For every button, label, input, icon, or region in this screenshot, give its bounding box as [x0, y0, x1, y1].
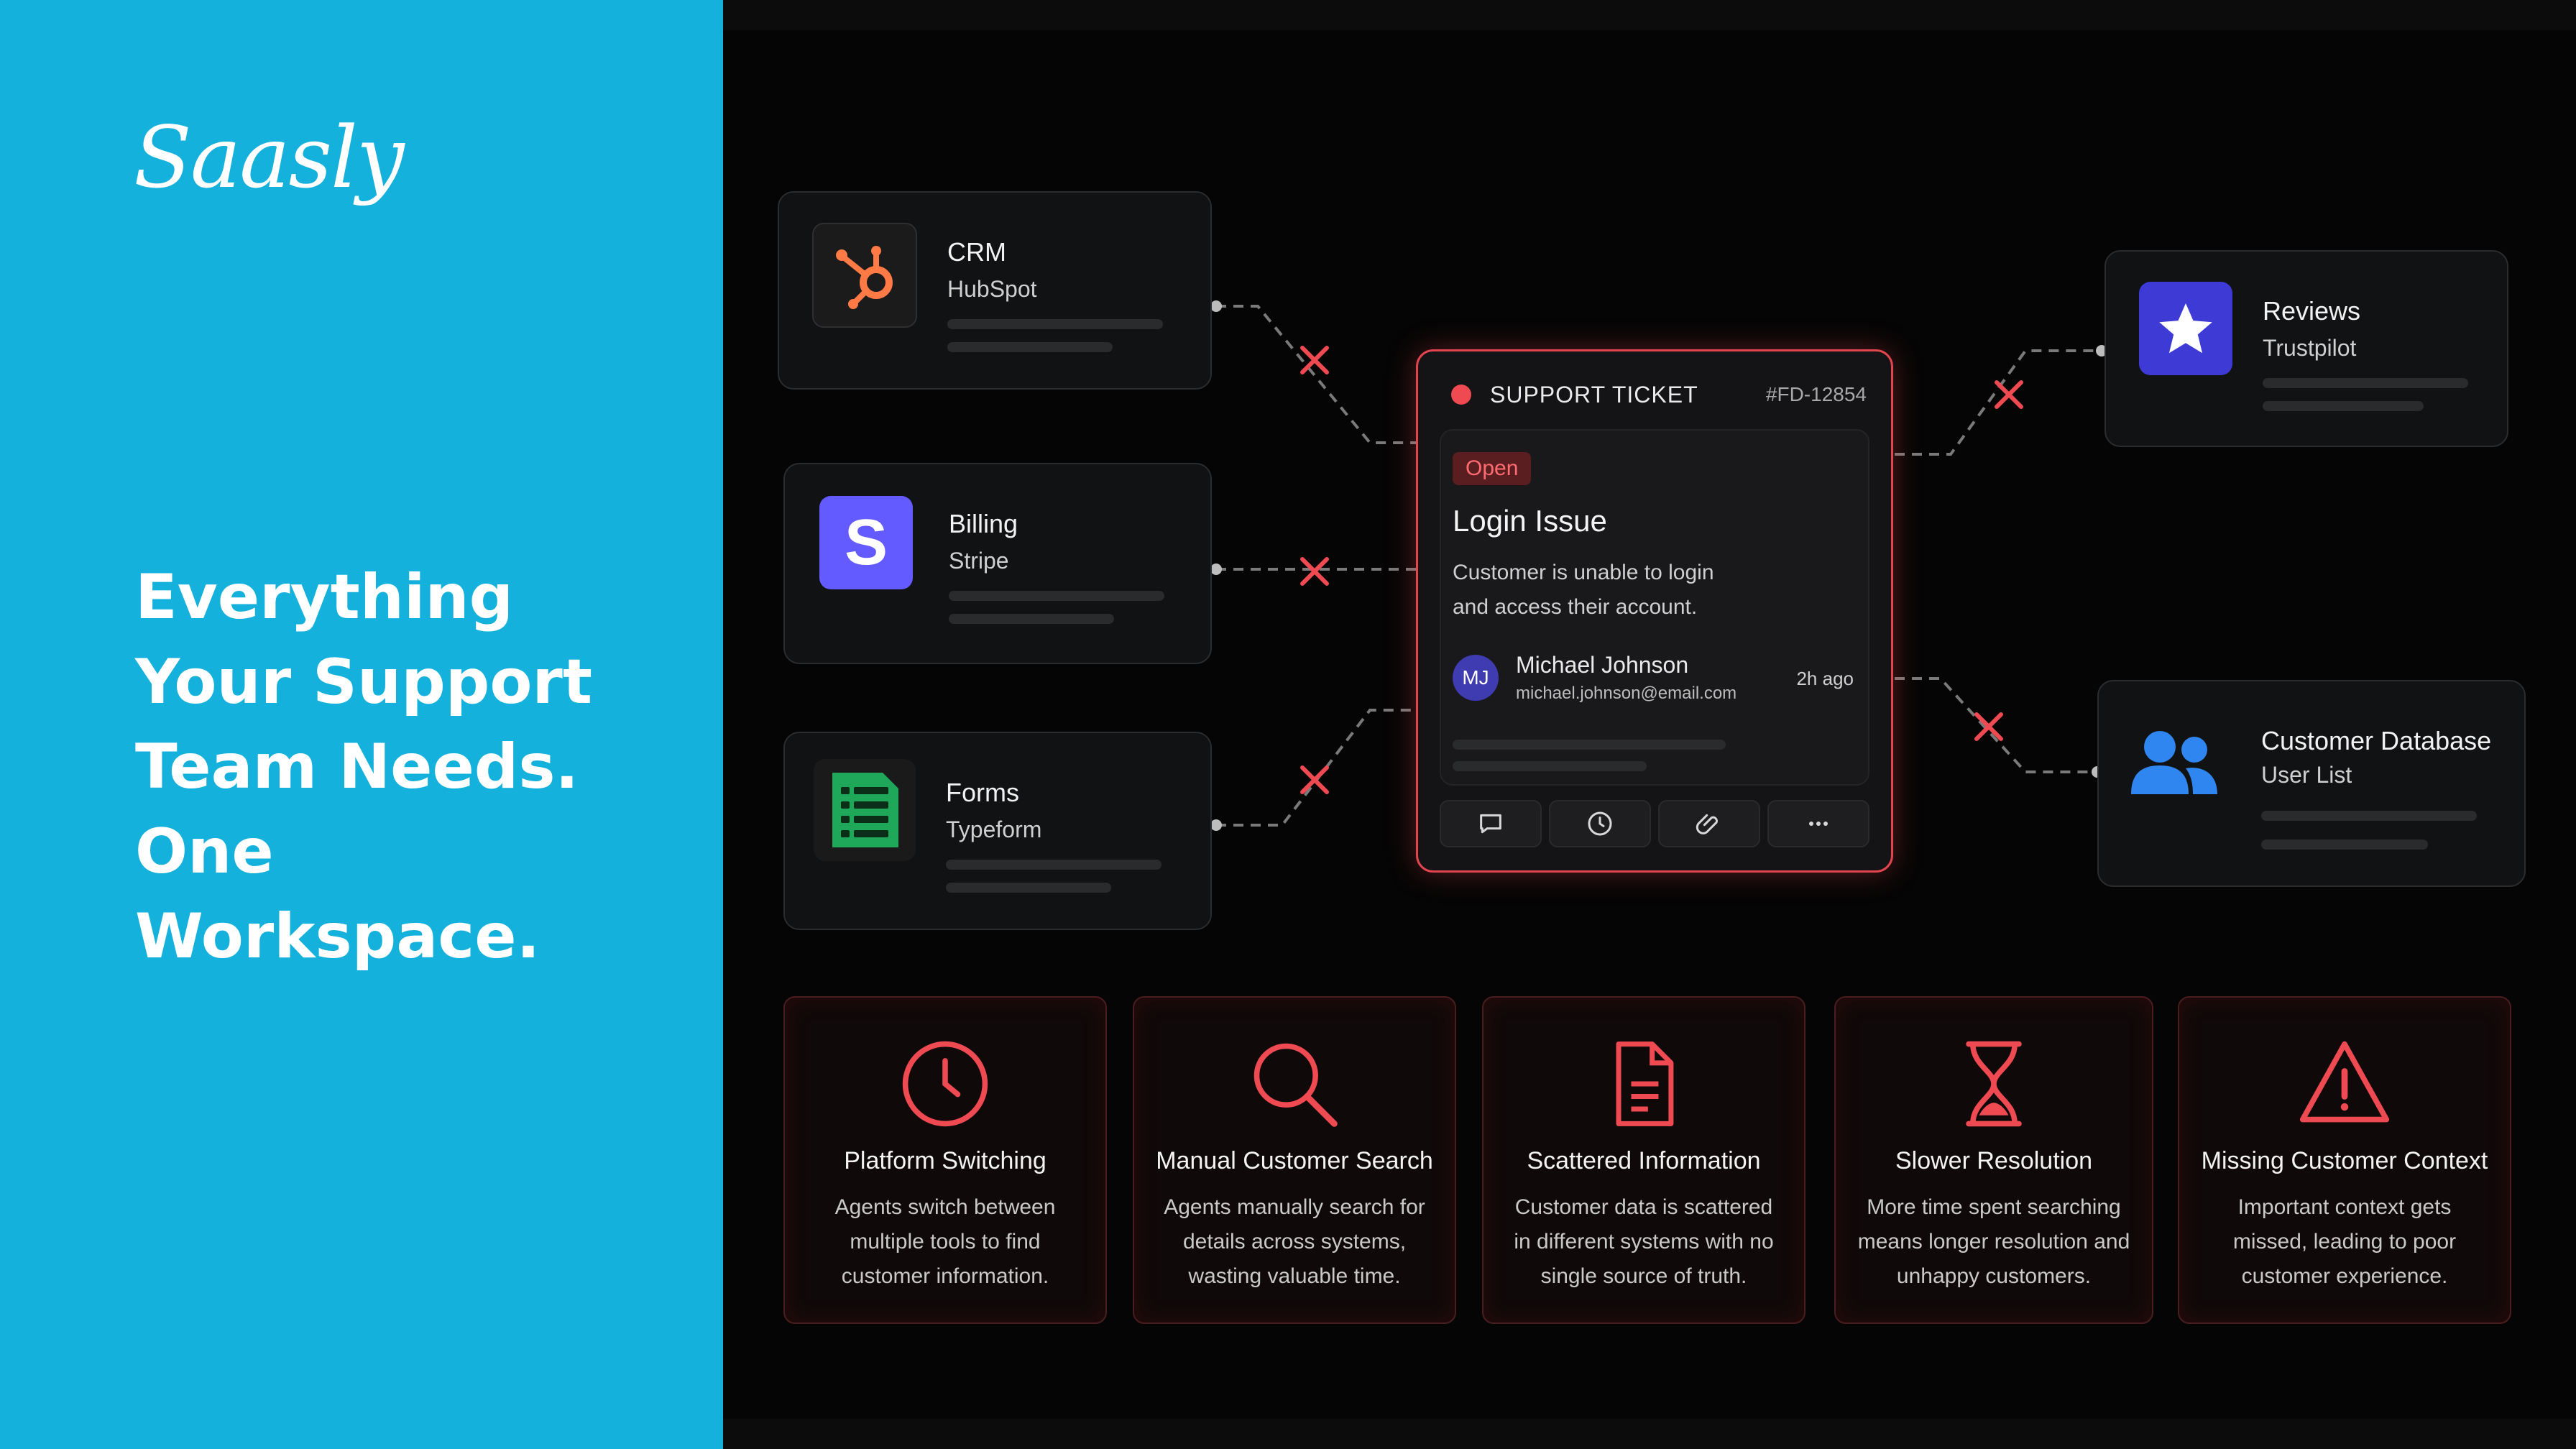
- placeholder-bar: [946, 883, 1111, 893]
- connector-forms: [1216, 709, 1416, 827]
- typeform-icon: [814, 759, 916, 861]
- problem-description: Agents manually search for details acros…: [1164, 1195, 1425, 1288]
- placeholder-bar: [1453, 740, 1726, 750]
- placeholder-bar: [946, 860, 1162, 870]
- headline: Everything Your Support Team Needs. One …: [135, 561, 592, 972]
- placeholder-bar: [947, 342, 1113, 352]
- stripe-icon: S: [819, 496, 913, 589]
- hubspot-icon: [812, 223, 917, 328]
- chat-icon: [1480, 814, 1501, 834]
- stripe-letter: S: [844, 506, 888, 579]
- integration-card-crm[interactable]: CRM HubSpot: [778, 191, 1212, 390]
- problem-card-scattered-information: Scattered Information Customer data is s…: [1482, 996, 1806, 1324]
- top-strip: [723, 0, 2576, 30]
- placeholder-bar: [2261, 840, 2428, 850]
- broken-x-icon: [1995, 380, 2023, 409]
- broken-x-icon: [1300, 346, 1329, 374]
- more-icon: [1809, 822, 1828, 826]
- ticket-header: SUPPORT TICKET: [1490, 382, 1698, 408]
- card-title: Reviews: [2263, 296, 2361, 326]
- placeholder-bar: [949, 591, 1164, 601]
- broken-x-icon: [1974, 712, 2003, 741]
- star-icon: [2139, 282, 2232, 375]
- card-title: Customer Database: [2261, 726, 2492, 755]
- ticket-actions: [1440, 800, 1869, 847]
- problem-description: More time spent searching means longer r…: [1857, 1195, 2130, 1288]
- placeholder-bar: [2263, 401, 2424, 411]
- problem-card-slower-resolution: Slower Resolution More time spent search…: [1834, 996, 2153, 1324]
- more-button[interactable]: [1767, 800, 1869, 847]
- ticket-description: Customer is unable to login and access t…: [1453, 561, 1714, 619]
- integration-card-reviews[interactable]: Reviews Trustpilot: [2104, 250, 2508, 447]
- card-subtitle: HubSpot: [947, 276, 1037, 302]
- integration-card-billing[interactable]: S Billing Stripe: [783, 463, 1212, 664]
- problem-description: Important context gets missed, leading t…: [2232, 1195, 2457, 1288]
- clock-icon: [902, 1041, 988, 1127]
- integration-card-customer-database[interactable]: Customer Database User List: [2097, 680, 2526, 887]
- bottom-strip: [723, 1419, 2576, 1449]
- attach-button[interactable]: [1658, 800, 1760, 847]
- broken-x-icon: [1300, 557, 1329, 586]
- problem-title: Manual Customer Search: [1156, 1147, 1433, 1174]
- card-title: Forms: [946, 778, 1019, 807]
- clock-icon: [1588, 811, 1612, 836]
- chat-button[interactable]: [1440, 800, 1542, 847]
- integration-card-forms[interactable]: Forms Typeform: [783, 732, 1212, 930]
- problem-card-manual-search: Manual Customer Search Agents manually s…: [1133, 996, 1456, 1324]
- placeholder-bar: [947, 319, 1163, 329]
- avatar: MJ: [1453, 655, 1499, 701]
- problem-title: Missing Customer Context: [2201, 1147, 2488, 1174]
- ticket-title: Login Issue: [1453, 504, 1607, 538]
- left-panel: Saasly Everything Your Support Team Need…: [0, 0, 723, 1449]
- problem-title: Scattered Information: [1527, 1147, 1761, 1174]
- placeholder-bar: [949, 614, 1114, 624]
- problem-card-missing-context: Missing Customer Context Important conte…: [2178, 996, 2511, 1324]
- document-icon: [1616, 1041, 1674, 1126]
- hourglass-icon: [1966, 1041, 2022, 1127]
- card-title: CRM: [947, 237, 1006, 267]
- card-title: Billing: [949, 509, 1018, 538]
- support-ticket-card[interactable]: SUPPORT TICKET #FD-12854 Open Login Issu…: [1416, 349, 1893, 873]
- placeholder-bar: [2261, 811, 2477, 821]
- problem-card-platform-switching: Platform Switching Agents switch between…: [783, 996, 1107, 1324]
- status-dot: [1451, 385, 1471, 405]
- problem-title: Platform Switching: [844, 1147, 1046, 1174]
- card-subtitle: Trustpilot: [2263, 335, 2357, 361]
- brand-logo: Saasly: [134, 108, 404, 207]
- broken-x-icon: [1300, 765, 1329, 794]
- card-subtitle: Stripe: [949, 548, 1009, 574]
- placeholder-bar: [1453, 761, 1647, 771]
- card-subtitle: User List: [2261, 762, 2352, 788]
- status-badge: Open: [1453, 452, 1532, 485]
- warning-icon: [2299, 1041, 2390, 1123]
- customer-name: Michael Johnson: [1516, 652, 1689, 678]
- paperclip-icon: [1696, 814, 1718, 834]
- placeholder-bar: [2263, 378, 2468, 388]
- problem-description: Customer data is scattered in different …: [1514, 1195, 1774, 1288]
- customer-email: michael.johnson@email.com: [1516, 684, 1737, 703]
- card-subtitle: Typeform: [946, 816, 1042, 842]
- connector-crm: [1216, 305, 1416, 444]
- clock-button[interactable]: [1549, 800, 1651, 847]
- connector-customer-db: [1895, 677, 2097, 773]
- ticket-id: #FD-12854: [1765, 383, 1867, 405]
- users-icon: [2128, 722, 2221, 801]
- search-icon: [1254, 1043, 1338, 1127]
- ticket-time: 2h ago: [1796, 668, 1854, 689]
- problem-title: Slower Resolution: [1895, 1147, 2093, 1174]
- ticket-body: Open Login Issue Customer is unable to l…: [1440, 429, 1869, 786]
- problem-description: Agents switch between multiple tools to …: [834, 1195, 1056, 1288]
